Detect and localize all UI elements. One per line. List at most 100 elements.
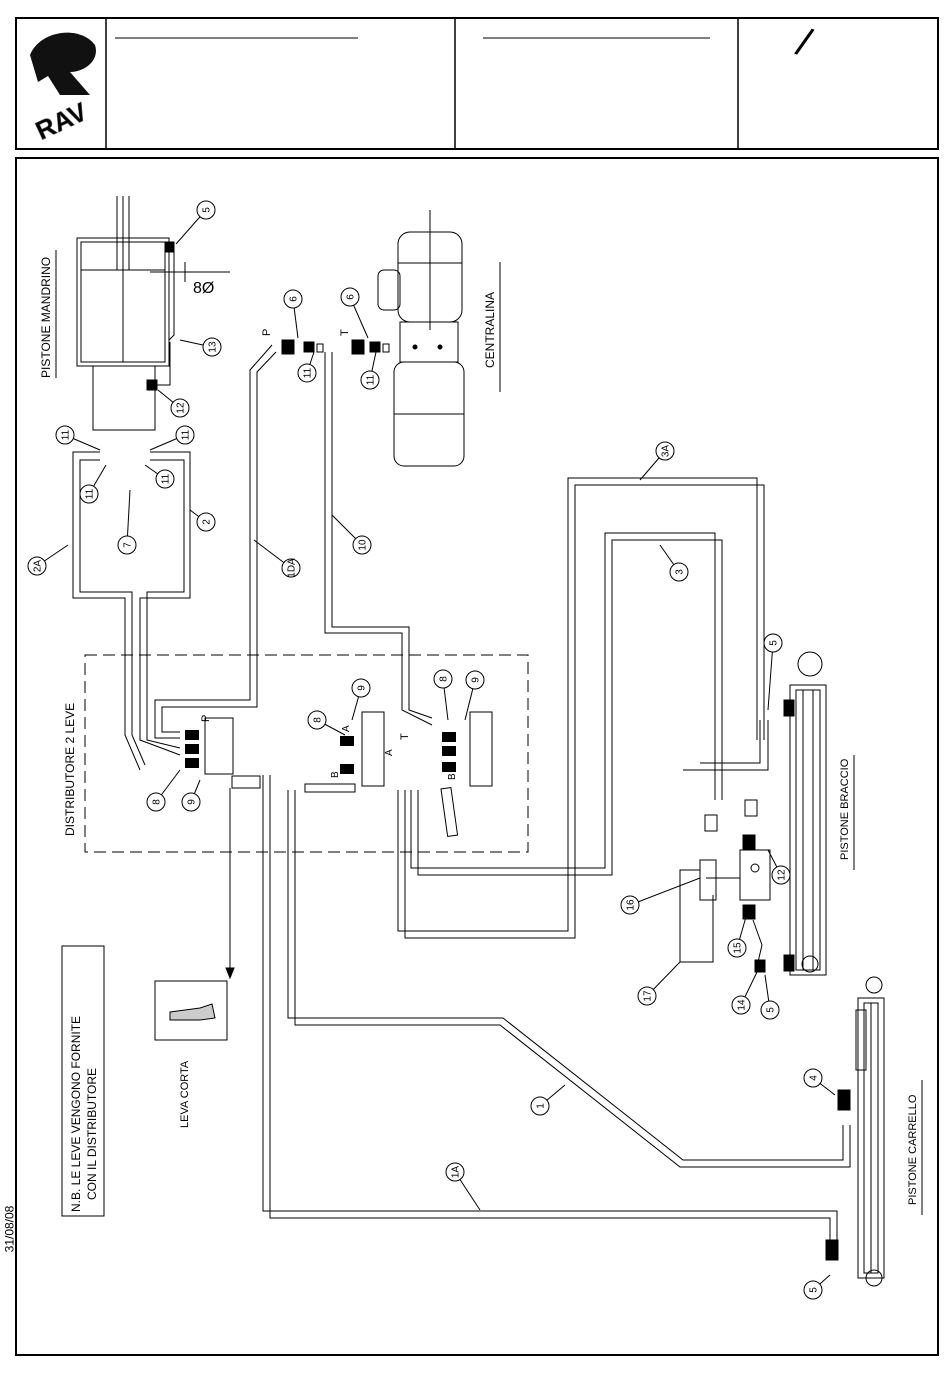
pistone-carrello bbox=[826, 977, 884, 1286]
label-leva-corta: LEVA CORTA bbox=[179, 1060, 191, 1128]
rav-logo-text: RAV bbox=[31, 96, 92, 146]
callout-number: 8 bbox=[152, 799, 163, 805]
callout-number: 8 bbox=[439, 676, 450, 682]
drawing-date: 31/08/08 bbox=[2, 1206, 16, 1253]
callout-number: 15 bbox=[733, 942, 744, 954]
callout-5: 5 bbox=[761, 975, 779, 1019]
label-port-t-dist: T bbox=[399, 733, 411, 740]
callout-2: 2 bbox=[190, 510, 215, 531]
label-port-a-dist1: A bbox=[341, 725, 352, 732]
callout-12: 12 bbox=[768, 850, 790, 884]
label-port-b-dist2: B bbox=[447, 773, 458, 780]
callout-6: 6 bbox=[284, 290, 302, 338]
note-line-2: CON IL DISTRIBUTORE bbox=[85, 1068, 99, 1200]
callout-1: 1 bbox=[531, 1085, 565, 1115]
callout-number: 12 bbox=[777, 869, 788, 881]
callout-1DA: 1DA bbox=[254, 540, 300, 578]
callout-2A: 2A bbox=[28, 545, 68, 575]
callout-13: 13 bbox=[180, 338, 221, 356]
callout-leader bbox=[630, 878, 700, 905]
label-port-b-dist1: B bbox=[330, 771, 341, 778]
callout-9: 9 bbox=[465, 671, 484, 720]
callout-number: 5 bbox=[766, 1007, 777, 1013]
callout-number: 1 bbox=[536, 1103, 547, 1109]
callout-9: 9 bbox=[182, 780, 200, 811]
label-pistone-mandrino: PISTONE MANDRINO bbox=[39, 257, 53, 378]
pistone-braccio bbox=[784, 652, 826, 975]
callout-12: 12 bbox=[158, 390, 189, 417]
main-frame bbox=[16, 158, 938, 1355]
callout-number: 6 bbox=[346, 294, 357, 300]
callout-number: 5 bbox=[202, 207, 213, 213]
label-port-p-dist: P bbox=[200, 715, 212, 722]
callout-5: 5 bbox=[764, 634, 782, 710]
centralina-fittings bbox=[282, 340, 389, 354]
label-port-a-dist2: A bbox=[384, 749, 395, 756]
callout-number: 9 bbox=[357, 685, 368, 691]
callout-11: 11 bbox=[80, 465, 106, 503]
callout-16: 16 bbox=[621, 878, 700, 914]
callout-number: 9 bbox=[187, 799, 198, 805]
label-centralina: CENTRALINA bbox=[483, 292, 497, 368]
label-pistone-braccio: PISTONE BRACCIO bbox=[839, 758, 851, 860]
callout-number: 9 bbox=[471, 677, 482, 683]
valve-fittings bbox=[185, 730, 456, 774]
callout-7: 7 bbox=[118, 490, 136, 554]
callout-8: 8 bbox=[147, 770, 180, 811]
callout-leader bbox=[768, 643, 773, 710]
callout-9: 9 bbox=[352, 679, 370, 720]
callout-number: 2A bbox=[33, 560, 44, 573]
callout-number: 11 bbox=[85, 488, 96, 499]
callout-8: 8 bbox=[308, 711, 345, 735]
callout-number: 14 bbox=[737, 999, 748, 1011]
callout-8: 8 bbox=[434, 670, 452, 720]
callout-number: 13 bbox=[208, 341, 219, 353]
callout-number: 5 bbox=[769, 640, 780, 646]
callout-11: 11 bbox=[150, 426, 194, 450]
callout-5: 5 bbox=[176, 201, 215, 244]
label-port-t-centralina: T bbox=[339, 329, 351, 336]
callout-11: 11 bbox=[361, 352, 379, 389]
revision-mark: / bbox=[791, 20, 817, 65]
callout-number: 4 bbox=[809, 1075, 820, 1081]
callout-3: 3 bbox=[660, 545, 688, 581]
callout-number: 11 bbox=[181, 429, 192, 440]
distributore-box bbox=[85, 655, 528, 852]
callout-number: 2 bbox=[202, 519, 213, 525]
callout-11: 11 bbox=[145, 465, 174, 488]
callout-number: 12 bbox=[176, 402, 187, 414]
pistone-mandrino bbox=[77, 196, 230, 430]
callout-number: 10 bbox=[358, 539, 369, 551]
callout-number: 11 bbox=[303, 367, 314, 378]
callout-number: 11 bbox=[366, 374, 377, 385]
callout-5: 5 bbox=[804, 1275, 830, 1299]
note-line-1: N.B. LE LEVE VENGONO FORNITE bbox=[69, 1016, 83, 1212]
label-distributore: DISTRIBUTORE 2 LEVE bbox=[63, 703, 77, 836]
callout-number: 17 bbox=[643, 990, 654, 1002]
callout-4: 4 bbox=[804, 1069, 835, 1095]
label-port-p-centralina: P bbox=[261, 329, 273, 336]
callout-number: 1A bbox=[451, 1166, 462, 1179]
callout-number: 7 bbox=[123, 542, 134, 548]
callout-number: 11 bbox=[161, 473, 172, 484]
rav-logo: RAV bbox=[30, 33, 96, 146]
label-pistone-carrello: PISTONE CARRELLO bbox=[907, 1094, 919, 1205]
callout-17: 17 bbox=[638, 962, 680, 1005]
label-diameter: 8Ø bbox=[193, 280, 214, 297]
callout-number: 1DA bbox=[287, 558, 298, 578]
callout-1A: 1A bbox=[446, 1163, 480, 1210]
callout-number: 16 bbox=[626, 899, 637, 911]
callout-number: 8 bbox=[313, 717, 324, 723]
callout-number: 5 bbox=[809, 1287, 820, 1293]
leva-corta bbox=[155, 788, 234, 1040]
callout-11: 11 bbox=[298, 352, 316, 382]
centralina-unit bbox=[378, 210, 464, 466]
callout-3A: 3A bbox=[640, 442, 674, 480]
callout-number: 6 bbox=[289, 296, 300, 302]
callout-number: 3A bbox=[661, 445, 672, 458]
callout-number: 3 bbox=[675, 569, 686, 575]
callout-10: 10 bbox=[332, 515, 371, 554]
callout-number: 11 bbox=[61, 429, 72, 440]
callout-14: 14 bbox=[732, 970, 758, 1014]
